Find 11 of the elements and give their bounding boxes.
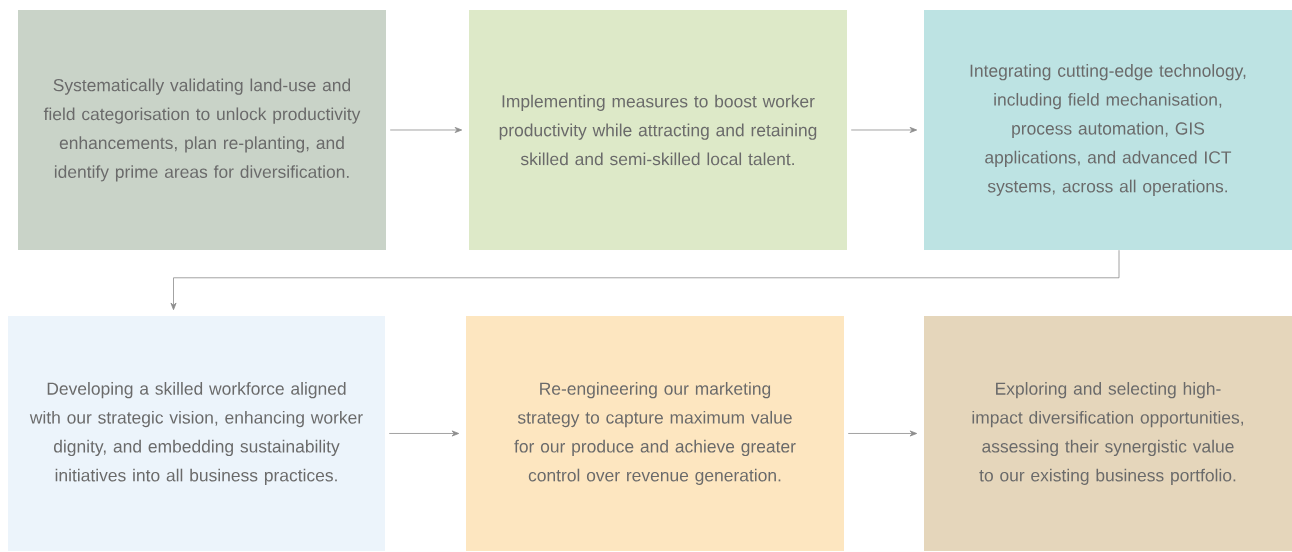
arrow (850, 127, 918, 133)
arrow (847, 430, 918, 437)
process-box: Integrating cutting-edge technology, including field mechanisation, process automation, GIS applications, and advanced ICT systems, across all operations. (924, 10, 1292, 250)
arrow (389, 127, 463, 133)
arrow (388, 430, 460, 437)
process-box: Implementing measures to boost worker productivity while attracting and retaining skilled and semi-skilled local talent. (469, 10, 847, 250)
process-box: Exploring and selecting high-impact diversification opportunities, assessing their synergistic value to our existing business portfolio. (924, 316, 1292, 551)
arrow (170, 249, 1120, 311)
process-box: Re-engineering our marketing strategy to capture maximum value for our produce and achieve greater control over revenue generation. (466, 316, 844, 551)
process-box: Systematically validating land-use and field categorisation to unlock productivity enhancements, plan re-planting, and identify prime areas for diversification. (18, 10, 386, 250)
process-box: Developing a skilled workforce aligned with our strategic vision, enhancing worker dignity, and embedding sustainability initiatives into all business practices. (8, 316, 385, 551)
